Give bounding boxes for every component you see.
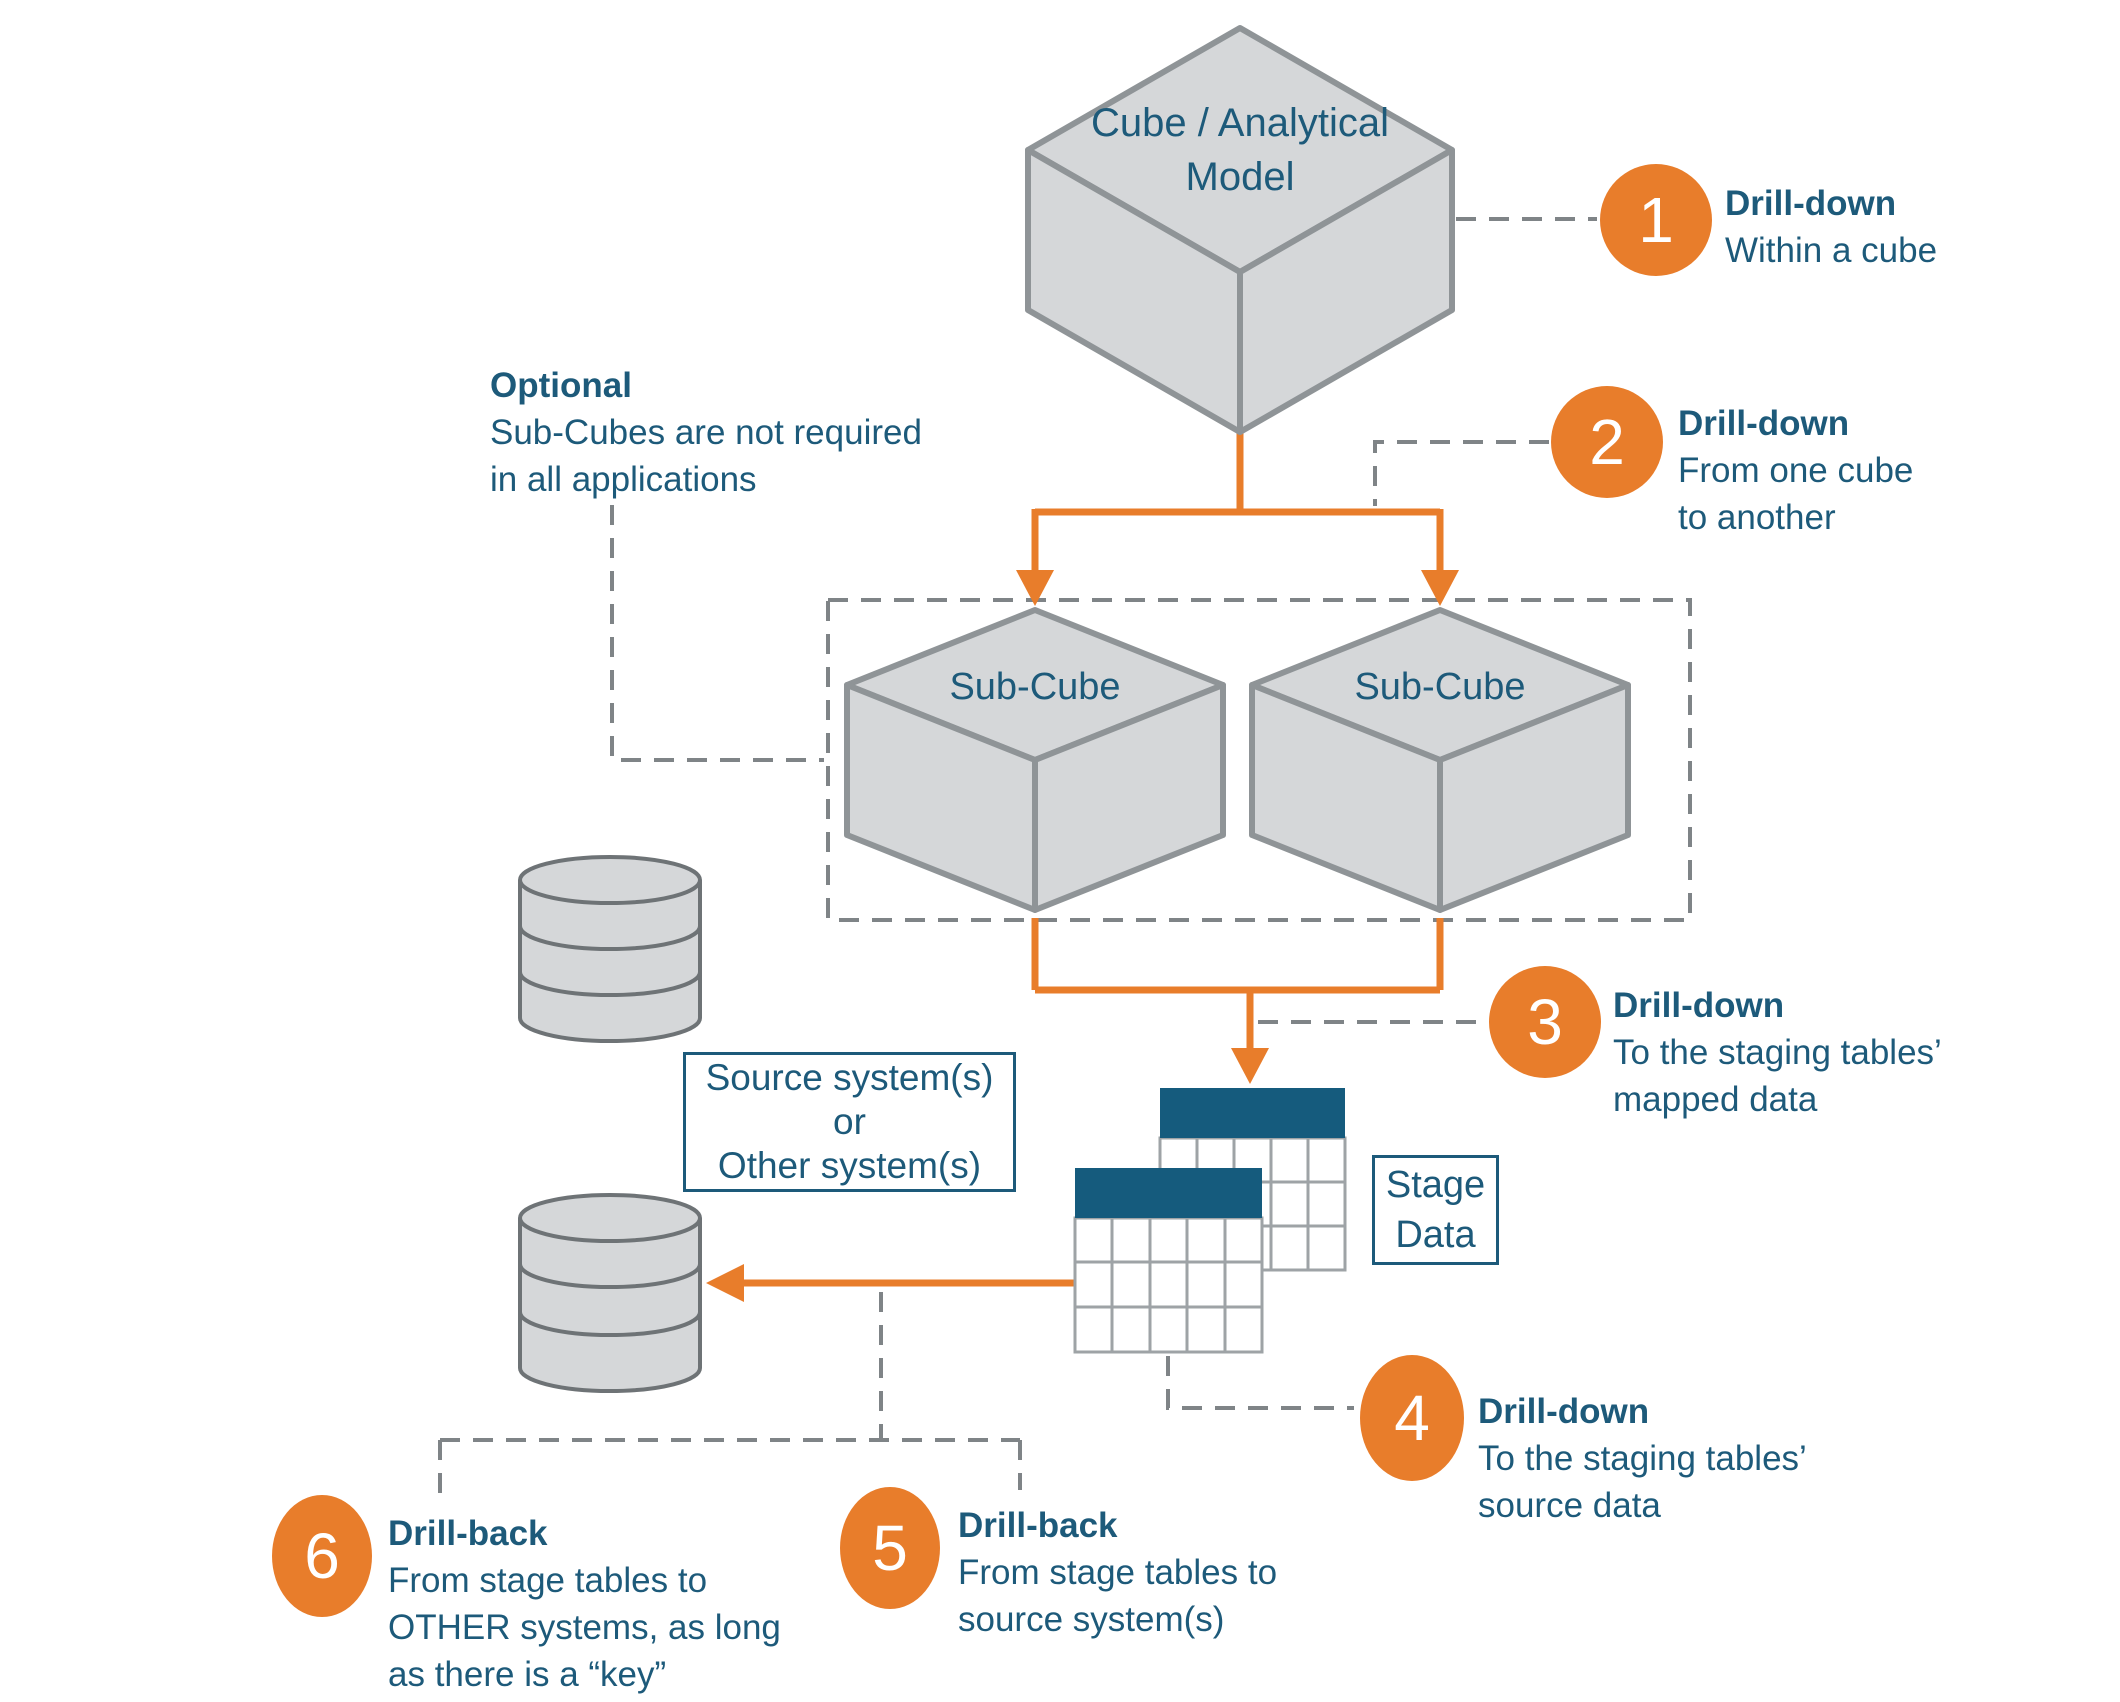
optional-note-line2: in all applications [490, 460, 757, 499]
step-4-number: 4 [1394, 1382, 1430, 1454]
optional-note: Optional Sub-Cubes are not required in a… [490, 362, 922, 503]
staging-table-front-icon [1073, 1168, 1264, 1354]
step-4-line: source data [1478, 1486, 1661, 1525]
step-4-title: Drill-down [1478, 1392, 1650, 1431]
step-4-note: Drill-down To the staging tables’ source… [1478, 1388, 1807, 1529]
step-5-badge: 5 [840, 1487, 940, 1609]
database-cylinder-top-icon [518, 855, 702, 1043]
cube-label-line2: Model [1185, 155, 1295, 199]
step-2-number: 2 [1589, 406, 1625, 478]
stage-data-line2: Data [1395, 1214, 1476, 1256]
step-3-number: 3 [1527, 986, 1563, 1058]
step-1-line: Within a cube [1725, 231, 1938, 270]
step-6-line: From stage tables to [388, 1561, 708, 1600]
cube-label-line1: Cube / Analytical [1091, 101, 1389, 145]
source-system-box: Source system(s) or Other system(s) [683, 1052, 1016, 1192]
stage-data-line1: Stage [1385, 1164, 1486, 1206]
step-1-number: 1 [1638, 184, 1674, 256]
source-system-line2: or [833, 1101, 866, 1142]
badge-leader-dashed-lines [438, 217, 1597, 1496]
step-3-badge: 3 [1489, 966, 1601, 1078]
step-3-line: To the staging tables’ [1613, 1033, 1942, 1072]
step-5-title: Drill-back [958, 1506, 1118, 1545]
cube-label: Cube / Analytical Model [1030, 96, 1450, 204]
database-cylinder-bottom-icon [518, 1193, 702, 1393]
step-3-note: Drill-down To the staging tables’ mapped… [1613, 982, 1942, 1123]
step-5-line: source system(s) [958, 1600, 1225, 1639]
optional-note-line1: Sub-Cubes are not required [490, 413, 922, 452]
step-2-note: Drill-down From one cube to another [1678, 400, 1913, 541]
step-6-number: 6 [304, 1520, 340, 1592]
optional-connector-dashed-line [610, 505, 824, 762]
step-6-line: as there is a “key” [388, 1655, 667, 1694]
flow-arrows [744, 430, 1444, 1287]
step-1-title: Drill-down [1725, 184, 1897, 223]
step-5-number: 5 [872, 1512, 908, 1584]
sub-cube-left-label: Sub-Cube [949, 666, 1121, 708]
step-1-note: Drill-down Within a cube [1725, 180, 1937, 274]
cube-analytical-model-icon [1025, 25, 1455, 435]
step-2-badge: 2 [1551, 386, 1663, 498]
step-3-title: Drill-down [1613, 986, 1785, 1025]
step-1-badge: 1 [1600, 164, 1712, 276]
step-3-line: mapped data [1613, 1080, 1818, 1119]
step-6-title: Drill-back [388, 1514, 548, 1553]
step-2-title: Drill-down [1678, 404, 1850, 443]
sub-cube-right-icon [1249, 607, 1631, 913]
step-2-line: to another [1678, 498, 1836, 537]
step-6-note: Drill-back From stage tables to OTHER sy… [388, 1510, 781, 1698]
sub-cube-group-dashed-box [826, 598, 1692, 922]
sub-cube-left-icon [844, 607, 1226, 913]
step-5-note: Drill-back From stage tables to source s… [958, 1502, 1277, 1643]
flow-arrowheads [706, 570, 1459, 1302]
stage-data-box: Stage Data [1372, 1155, 1499, 1265]
step-4-line: To the staging tables’ [1478, 1439, 1807, 1478]
optional-note-title: Optional [490, 366, 632, 405]
step-4-badge: 4 [1360, 1355, 1464, 1481]
sub-cube-right-label: Sub-Cube [1354, 666, 1526, 708]
step-5-line: From stage tables to [958, 1553, 1278, 1592]
step-6-badge: 6 [272, 1495, 372, 1617]
source-system-line3: Other system(s) [717, 1145, 982, 1186]
step-6-line: OTHER systems, as long [388, 1608, 781, 1647]
source-system-line1: Source system(s) [705, 1057, 994, 1098]
step-2-line: From one cube [1678, 451, 1914, 490]
